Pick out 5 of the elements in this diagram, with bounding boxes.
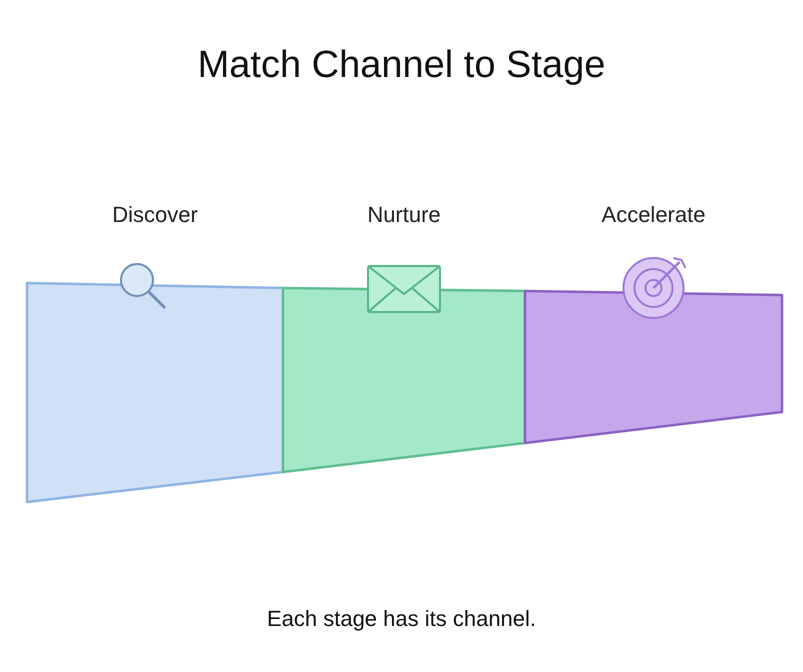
stage-heading: Accelerate [600,202,706,228]
stage-heading: Nurture [366,202,442,228]
caption: Each stage has its channel. [266,606,538,632]
stage-heading: Discover [111,202,199,228]
title: Match Channel to Stage [196,44,606,87]
